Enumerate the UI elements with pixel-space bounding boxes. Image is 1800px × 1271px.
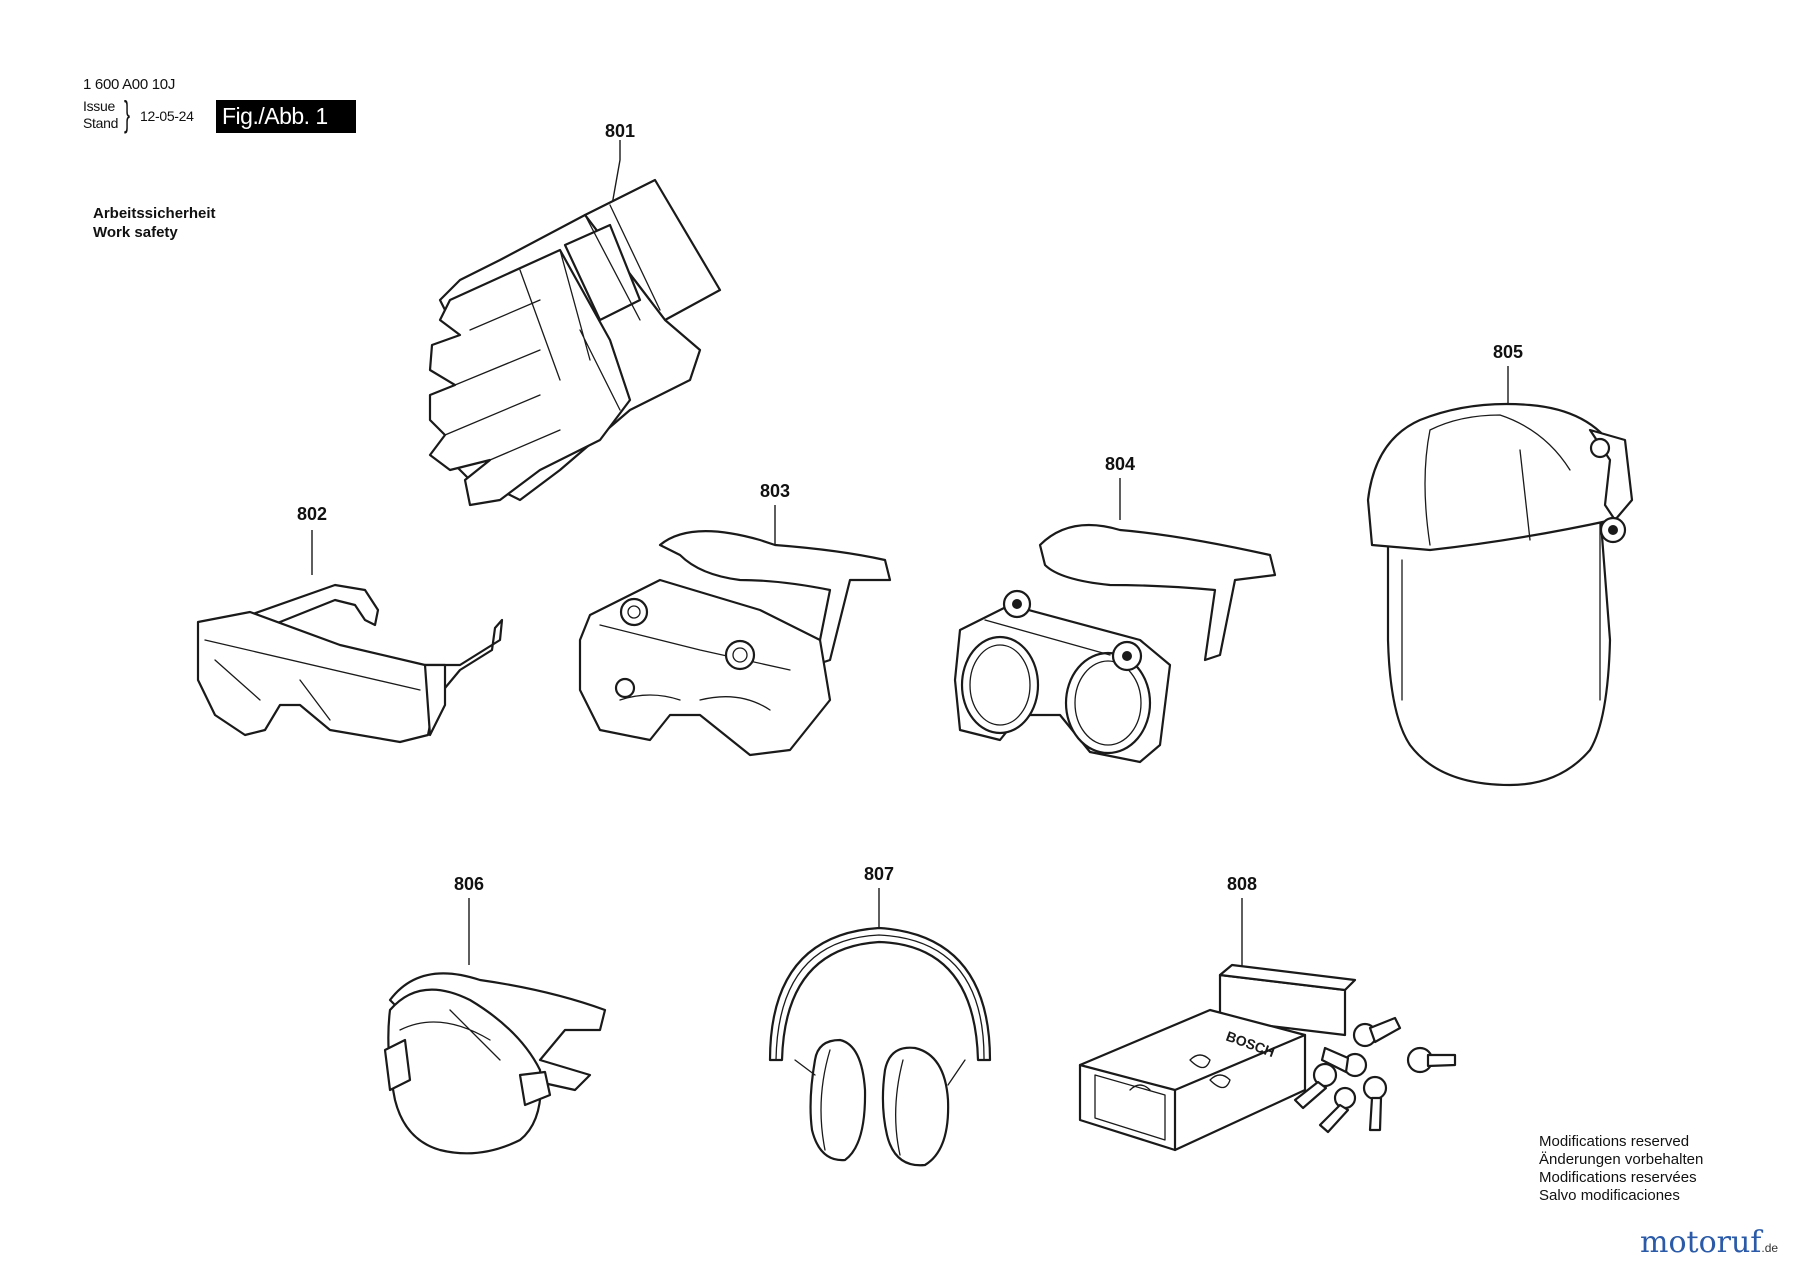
ear-plug: [1318, 1086, 1357, 1134]
part-number-808: 808: [1227, 874, 1257, 894]
issue-label: Issue: [83, 98, 115, 114]
safety-goggles-icon[interactable]: [578, 505, 892, 757]
document-number: 1 600 A00 10J: [83, 76, 176, 93]
ear-plug: [1406, 1046, 1457, 1074]
part-number-801: 801: [605, 121, 635, 141]
issue-date: 12-05-24: [140, 108, 194, 124]
part-number-805: 805: [1493, 342, 1523, 362]
modifications-notice: Modifications reserved Änderungen vorbeh…: [1539, 1133, 1703, 1205]
notice-line: Salvo modificaciones: [1539, 1187, 1680, 1204]
section-title-en: Work safety: [93, 224, 178, 241]
part-number-806: 806: [454, 874, 484, 894]
ear-plug: [1293, 1062, 1338, 1110]
ear-muffs-icon[interactable]: [768, 888, 992, 1167]
section-title-de: Arbeitssicherheit: [93, 205, 216, 222]
welding-goggles-icon[interactable]: [953, 478, 1277, 764]
part-number-804: 804: [1105, 454, 1135, 474]
ear-plug: [1362, 1075, 1388, 1132]
ear-plug: [1320, 1046, 1368, 1078]
figure-label: Fig./Abb. 1: [216, 100, 356, 133]
part-number-802: 802: [297, 504, 327, 524]
face-shield-icon[interactable]: [1366, 366, 1634, 787]
watermark-tld: .de: [1761, 1241, 1779, 1255]
work-gloves-icon[interactable]: [428, 140, 722, 507]
safety-glasses-icon[interactable]: [196, 530, 504, 744]
watermark-logo: motoruf.de: [1640, 1225, 1778, 1260]
brace-glyph: }: [124, 93, 131, 134]
ear-plugs-icon[interactable]: BOSCH: [1078, 898, 1457, 1152]
part-number-807: 807: [864, 864, 894, 884]
part-number-803: 803: [760, 481, 790, 501]
notice-line: Modifications reserved: [1539, 1133, 1690, 1150]
dust-mask-icon[interactable]: [383, 898, 607, 1155]
watermark-main: motoruf: [1640, 1225, 1762, 1260]
ear-plug: [1352, 1016, 1402, 1048]
section-title: Arbeitssicherheit Work safety: [93, 204, 216, 242]
notice-line: Modifications reservées: [1539, 1169, 1697, 1186]
stand-label: Stand: [83, 115, 119, 131]
notice-line: Änderungen vorbehalten: [1539, 1151, 1704, 1168]
